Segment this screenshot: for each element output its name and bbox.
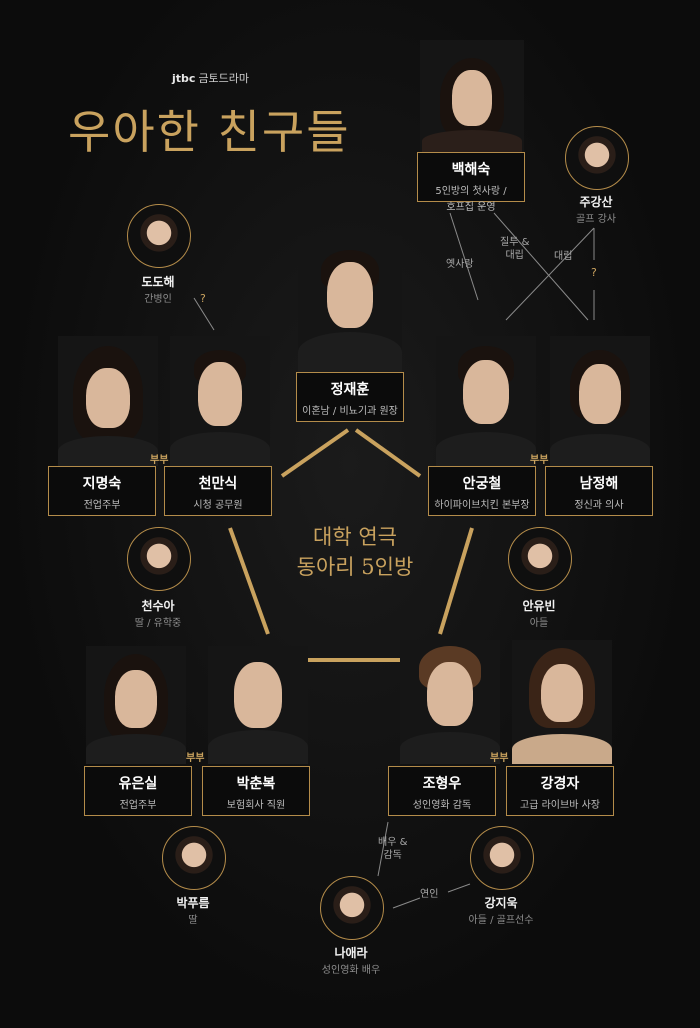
unknown-relation-mark: ? [591,266,597,279]
relation-line [449,212,479,301]
character-card-nam: 남정해 정신과 의사 [545,466,653,516]
relation-label-line: 대립 [505,250,524,261]
character-name: 조형우 [422,776,462,792]
portrait-nae [320,876,384,940]
relation-label-line: 감독 [383,850,402,861]
relation-label-line: 배우 & [378,837,408,848]
portrait-jo [400,640,500,764]
portrait-ahnyu [508,527,572,591]
character-role: 골프 강사 [576,214,616,225]
portrait-dodo [127,204,191,268]
portrait-parkpu [162,826,226,890]
character-role: 호프집 운영 [446,202,496,213]
relation-line [377,821,389,877]
portrait-jung [298,236,402,372]
portrait-jimyung [58,336,158,466]
character-name: 박푸름 [176,896,210,910]
relation-line [493,212,589,321]
character-card-jimyung: 지명숙 전업주부 [48,466,156,516]
relation-label: 배우 & 감독 [378,836,407,862]
character-name: 안유빈 [522,599,556,613]
character-role: 고급 라이브바 사장 [520,800,600,811]
portrait-joo [565,126,629,190]
drama-title: 우아한 친구들 [68,105,351,159]
character-name: 유은실 [118,776,158,792]
portrait-cheonsu [127,527,191,591]
character-role: 이혼남 / 비뇨기과 원장 [302,406,398,417]
character-card-jo: 조형우 성인영화 감독 [388,766,496,816]
character-card-ahn: 안궁철 하이파이브치킨 본부장 [428,466,536,516]
pentagon-edge [354,428,422,478]
character-card-jung: 정재훈 이혼남 / 비뇨기과 원장 [296,372,404,422]
character-role: 정신과 의사 [574,500,624,511]
group-label: 대학 연극 동아리 5인방 [270,522,440,582]
character-role: 성인영화 배우 [321,965,381,976]
character-role: 아들 / 골프선수 [468,915,534,926]
relation-label-line: 질투 & [500,237,530,248]
character-name: 강지욱 [484,896,518,910]
character-role: 간병인 [144,294,172,305]
character-name: 주강산 [579,195,613,209]
couple-label: 부부 [530,455,549,466]
character-role: 시청 공무원 [193,500,243,511]
group-label-line: 동아리 5인방 [296,555,414,579]
portrait-nam [550,336,650,466]
portrait-baek [420,40,524,152]
unknown-relation-mark: ? [200,292,206,305]
character-role: 아들 [529,618,549,629]
relation-line [505,227,595,321]
character-name: 천만식 [198,476,238,492]
relation-label: 연인 [420,889,439,900]
character-role: 전업주부 [119,800,157,811]
character-card-park: 박춘복 보험회사 직원 [202,766,310,816]
character-role: 보험회사 직원 [226,800,286,811]
character-role: 5인방의 첫사랑 / [435,186,507,197]
relation-line [447,883,471,893]
character-role: 딸 / 유학중 [134,618,182,629]
portrait-yoo [86,646,186,764]
couple-label: 부부 [490,753,509,764]
pentagon-edge [228,527,270,635]
couple-label: 부부 [186,753,205,764]
pentagon-edge [280,428,350,478]
pentagon-edge [438,527,474,635]
character-role: 성인영화 감독 [412,800,472,811]
character-name: 지명숙 [82,476,122,492]
character-card-baek: 백해숙 5인방의 첫사랑 / 호프집 운영 [417,152,525,213]
portrait-kangji [470,826,534,890]
relation-label: 대립 [554,251,573,262]
character-role: 하이파이브치킨 본부장 [434,500,530,511]
portrait-cheon [170,336,270,466]
character-card-yoo: 유은실 전업주부 [84,766,192,816]
character-role: 딸 [188,915,198,926]
character-name: 정재훈 [330,382,370,398]
relation-label: 질투 & 대립 [500,236,529,262]
character-name: 강경자 [540,776,580,792]
couple-label: 부부 [150,455,169,466]
character-name: 도도해 [141,275,175,289]
character-name: 안궁철 [462,476,502,492]
group-label-line: 대학 연극 [313,525,397,549]
character-role: 전업주부 [83,500,121,511]
relation-line [193,297,215,331]
character-card-cheon: 천만식 시청 공무원 [164,466,272,516]
portrait-ahn [436,336,536,466]
portrait-kang [512,640,612,764]
character-name: 천수아 [141,599,175,613]
character-name: 박춘복 [236,776,276,792]
relation-label: 옛사랑 [446,259,474,270]
character-card-kang: 강경자 고급 라이브바 사장 [506,766,614,816]
character-name: 백해숙 [451,162,491,178]
character-name: 남정해 [579,476,619,492]
character-name: 나애라 [334,946,368,960]
relation-line [392,897,421,909]
portrait-park [208,646,308,764]
